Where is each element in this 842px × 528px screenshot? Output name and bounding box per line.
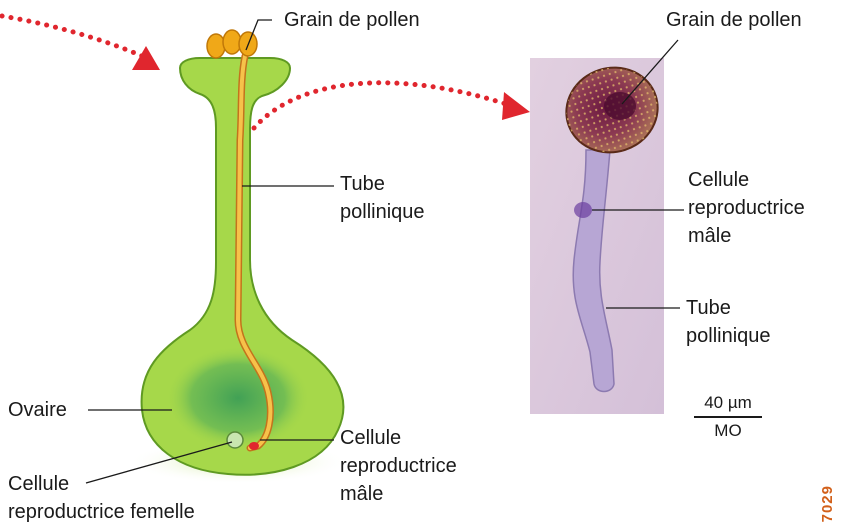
dotted-red-arrow-icon bbox=[254, 83, 530, 128]
scale-bar-method: MO bbox=[714, 421, 741, 440]
female-cell-icon bbox=[227, 432, 243, 448]
scale-bar: 40 µm MO bbox=[688, 392, 768, 442]
diagram-label-female-cell: Cellule reproductrice femelle bbox=[8, 470, 195, 526]
diagram-label-pollen-grain: Grain de pollen bbox=[284, 6, 420, 34]
dotted-red-arrow-icon bbox=[2, 16, 160, 70]
micrograph-label-pollen-grain: Grain de pollen bbox=[666, 6, 802, 34]
diagram-label-male-cell: Cellule reproductrice mâle bbox=[340, 424, 457, 508]
micro-male-cell bbox=[574, 202, 592, 218]
micrograph-label-pollen-tube: Tube pollinique bbox=[686, 294, 771, 350]
male-cell-icon bbox=[249, 442, 259, 450]
diagram-label-ovary: Ovaire bbox=[8, 396, 67, 424]
micrograph-label-male-cell: Cellule reproductrice mâle bbox=[688, 166, 805, 250]
diagram-label-pollen-tube: Tube pollinique bbox=[340, 170, 425, 226]
figure-id: 7029 bbox=[819, 485, 836, 522]
scale-bar-value: 40 µm bbox=[704, 393, 752, 412]
pollen-grain-icon bbox=[207, 30, 257, 58]
scale-bar-line bbox=[694, 416, 762, 418]
